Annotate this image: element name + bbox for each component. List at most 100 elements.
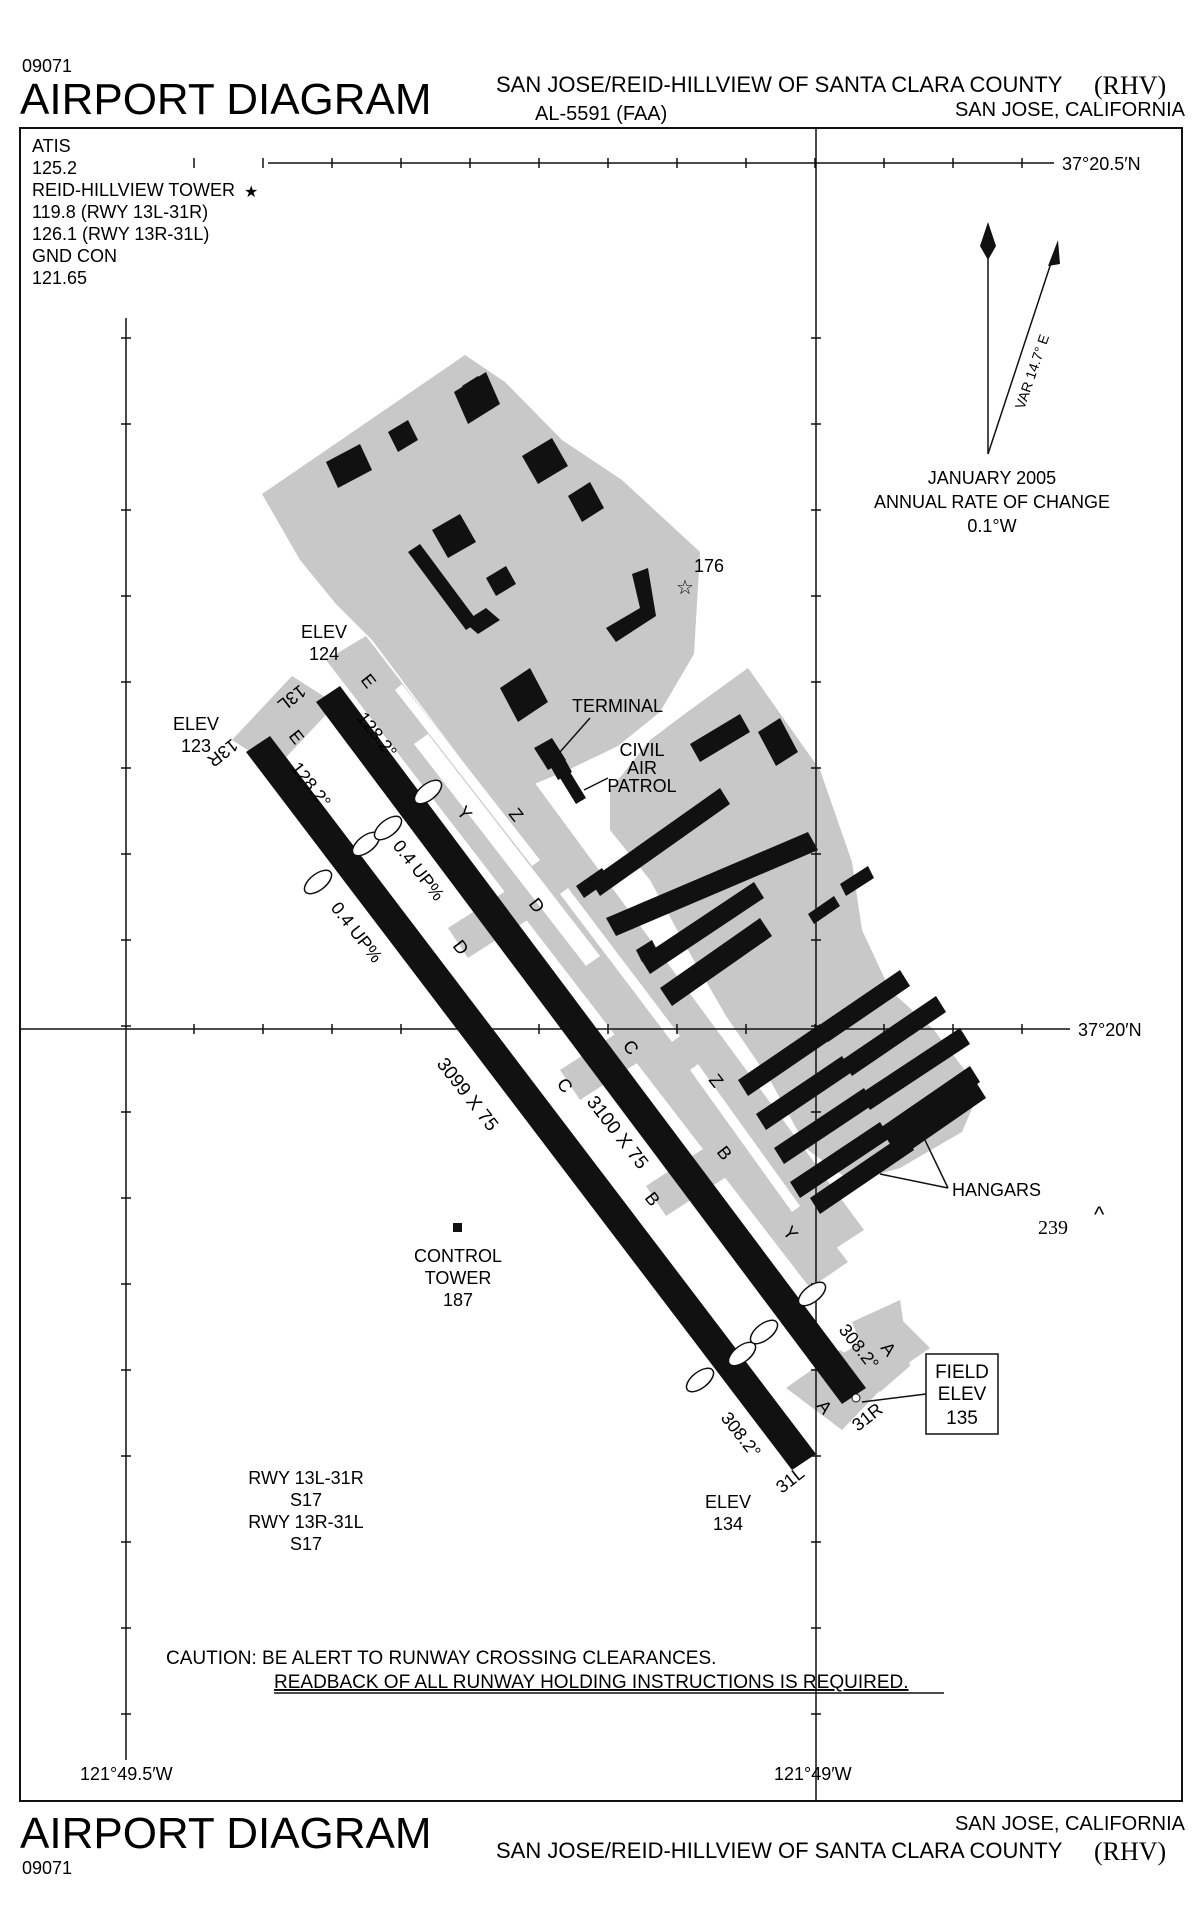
building xyxy=(636,940,658,962)
hangar-row xyxy=(842,996,946,1076)
variation-rate-label: ANNUAL RATE OF CHANGE xyxy=(874,492,1110,512)
rwy-condition-1: RWY 13L-31R xyxy=(248,1468,363,1488)
al-number: AL-5591 (FAA) xyxy=(535,103,667,125)
hangar-row xyxy=(790,1122,890,1198)
civil-air-patrol-label-1: CIVIL xyxy=(619,740,664,760)
footer-title: AIRPORT DIAGRAM xyxy=(20,1809,432,1858)
civil-air-patrol-label-2: AIR xyxy=(627,758,657,778)
control-tower-label-2: TOWER xyxy=(425,1268,492,1288)
beacon-star-icon: ☆ xyxy=(676,577,694,599)
hangar-row xyxy=(606,832,818,936)
control-tower-label-1: CONTROL xyxy=(414,1246,502,1266)
control-tower-elev: 187 xyxy=(443,1290,473,1310)
comms-block: ATIS 125.2 REID-HILLVIEW TOWER ★ 119.8 (… xyxy=(32,136,258,288)
runway-13r-31l xyxy=(246,736,816,1470)
rwy-condition: RWY 13L-31R S17 RWY 13R-31L S17 xyxy=(248,1468,363,1554)
building xyxy=(758,718,798,766)
runway-13r-elev: 123 xyxy=(181,736,211,756)
map-frame xyxy=(19,127,1183,1802)
caution-line-1: CAUTION: BE ALERT TO RUNWAY CROSSING CLE… xyxy=(166,1648,716,1669)
field-elev-leader xyxy=(861,1393,927,1403)
magnetic-north-line xyxy=(987,253,1055,455)
comms-gnd-freq: 121.65 xyxy=(32,268,87,288)
lon-label-right: 121°49′W xyxy=(774,1764,852,1784)
infield-strip-2 xyxy=(560,888,680,1042)
variation-date: JANUARY 2005 xyxy=(928,468,1056,488)
control-tower-symbol xyxy=(453,1223,462,1232)
lon-label-left: 121°49.5′W xyxy=(80,1764,173,1784)
field-elev-label-1: FIELD xyxy=(935,1362,989,1383)
procedure-number: 09071 xyxy=(22,56,72,76)
hold-bay-north xyxy=(232,676,336,768)
hold-marking xyxy=(685,1367,715,1393)
civil-air-patrol-building xyxy=(560,772,586,804)
building xyxy=(500,668,548,722)
field-elev-value: 135 xyxy=(946,1408,978,1429)
runway-13l-elev-label: ELEV xyxy=(301,622,347,642)
building xyxy=(568,482,604,522)
runways xyxy=(246,686,866,1470)
graticule xyxy=(20,128,1070,1801)
hold-marking xyxy=(373,815,403,841)
runway-13l-31r xyxy=(316,686,866,1404)
hold-marking xyxy=(749,1319,779,1345)
hold-markings xyxy=(303,779,827,1393)
lat-label-mid: 37°20′N xyxy=(1078,1020,1142,1040)
field-elev-point xyxy=(851,1393,861,1403)
building xyxy=(462,376,492,408)
beacon-elev: 176 xyxy=(694,556,724,576)
building xyxy=(606,568,656,642)
building xyxy=(388,420,418,452)
runway-13l-elev: 124 xyxy=(309,644,339,664)
hangar-row xyxy=(810,1134,914,1214)
footer-airport-name: SAN JOSE/REID-HILLVIEW OF SANTA CLARA CO… xyxy=(496,1838,1063,1863)
hangar-row xyxy=(818,970,910,1042)
building xyxy=(522,438,568,484)
comms-tower: REID-HILLVIEW TOWER xyxy=(32,180,235,200)
runway-31l-id: 31L xyxy=(772,1463,808,1497)
city-state: SAN JOSE, CALIFORNIA xyxy=(955,99,1186,121)
hold-marking xyxy=(797,1281,827,1307)
terminal-label: TERMINAL xyxy=(572,696,663,716)
comms-tower-freq-2: 126.1 (RWY 13R-31L) xyxy=(32,224,209,244)
hangar-row xyxy=(756,1056,852,1130)
building xyxy=(486,566,516,596)
terminal-leader xyxy=(559,717,591,753)
footer-city-state: SAN JOSE, CALIFORNIA xyxy=(955,1813,1186,1835)
airport-name: SAN JOSE/REID-HILLVIEW OF SANTA CLARA CO… xyxy=(496,72,1063,97)
infield-strip-3 xyxy=(690,1064,800,1212)
footer-procedure-number: 09071 xyxy=(22,1858,72,1878)
runway-31l-elev-label: ELEV xyxy=(705,1492,751,1512)
hangar-row xyxy=(774,1088,874,1164)
building xyxy=(576,868,610,898)
building-l xyxy=(408,544,478,630)
hangar-row xyxy=(860,1028,970,1110)
infield-strip-1 xyxy=(395,684,540,866)
hangar-row xyxy=(880,1066,980,1144)
footer-airport-id: (RHV) xyxy=(1094,1837,1166,1866)
comms-tower-freq-1: 119.8 (RWY 13L-31R) xyxy=(32,202,208,222)
variation-label: VAR 14.7° E xyxy=(1012,332,1052,411)
hangar-row xyxy=(898,1082,986,1152)
comms-gnd: GND CON xyxy=(32,246,117,266)
south-apron xyxy=(610,668,980,1182)
infield-strips xyxy=(395,684,800,1212)
building xyxy=(840,866,874,896)
field-elev-label-2: ELEV xyxy=(938,1384,987,1405)
obstacle-elev: 239 xyxy=(1038,1217,1068,1239)
graticule-ticks xyxy=(121,158,1023,1715)
hangars-leader-2 xyxy=(879,1173,949,1189)
infield-strip-4 xyxy=(414,734,600,966)
north-arrow: VAR 14.7° E JANUARY 2005 ANNUAL RATE OF … xyxy=(874,222,1110,536)
connector-a-north xyxy=(852,1300,910,1392)
true-north-arrowhead-icon xyxy=(980,222,996,260)
building-l xyxy=(464,608,500,634)
variation-rate: 0.1°W xyxy=(967,516,1016,536)
runway-31l-elev: 134 xyxy=(713,1514,743,1534)
rwy-condition-2-value: S17 xyxy=(290,1534,322,1554)
civil-air-patrol-label-3: PATROL xyxy=(607,776,676,796)
diagram-title: AIRPORT DIAGRAM xyxy=(20,75,432,124)
tower-star-icon: ★ xyxy=(244,184,258,201)
comms-atis: ATIS xyxy=(32,136,71,156)
